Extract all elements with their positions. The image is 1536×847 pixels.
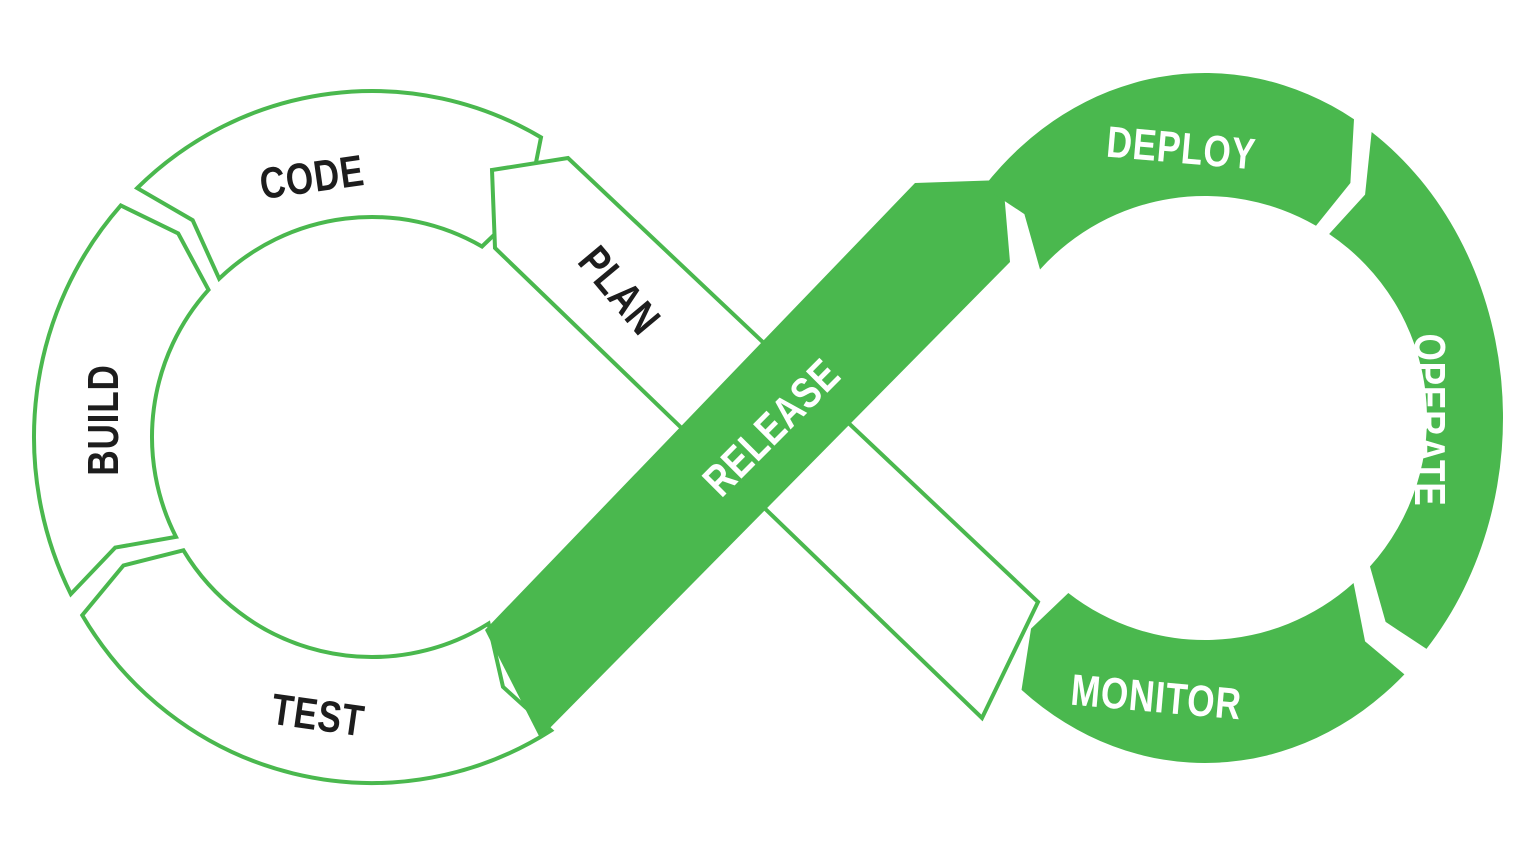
stage-label-operate: OPERATE bbox=[1405, 333, 1454, 506]
build-segment bbox=[32, 203, 211, 598]
deploy-segment bbox=[983, 72, 1354, 270]
right-loop bbox=[983, 72, 1503, 763]
monitor-segment bbox=[1021, 582, 1405, 763]
operate-segment bbox=[1329, 131, 1503, 649]
release-band bbox=[485, 180, 1010, 738]
code-segment bbox=[133, 89, 544, 283]
left-loop bbox=[32, 89, 555, 785]
test-segment bbox=[79, 548, 555, 785]
stage-label-build: BUILD bbox=[79, 364, 128, 476]
